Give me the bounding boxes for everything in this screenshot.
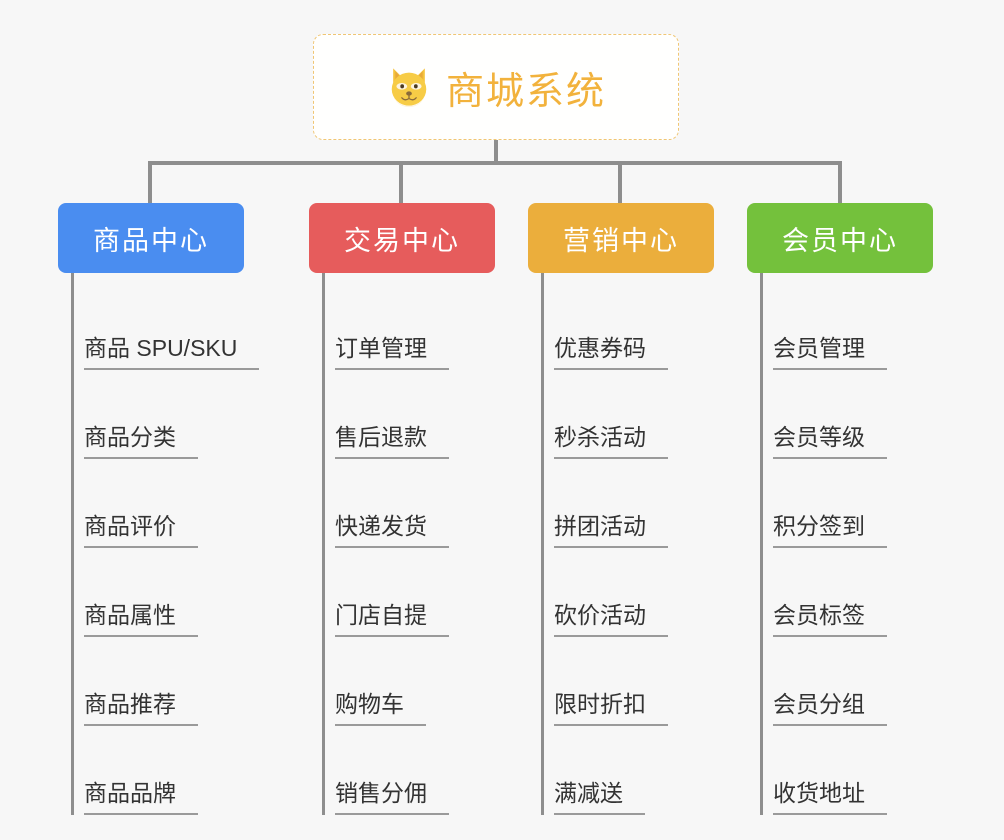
- connector-drop-4: [838, 161, 842, 205]
- leaf-label: 优惠券码: [554, 335, 668, 370]
- leaf-item[interactable]: 秒杀活动: [541, 370, 714, 459]
- category-label-4: 会员中心: [782, 225, 898, 256]
- connector-trunk-bar: [148, 161, 842, 165]
- category-box-1[interactable]: 商品中心: [58, 203, 244, 273]
- leaf-item[interactable]: 优惠券码: [541, 281, 714, 370]
- branch-column-3: 营销中心 优惠券码 秒杀活动 拼团活动 砍价活动 限时折扣 满减送: [528, 203, 714, 815]
- leaf-label: 商品推荐: [84, 691, 198, 726]
- category-box-2[interactable]: 交易中心: [309, 203, 495, 273]
- connector-drop-2: [399, 161, 403, 205]
- leaf-item[interactable]: 商品分类: [71, 370, 244, 459]
- leaf-item[interactable]: 商品品牌: [71, 726, 244, 815]
- leaf-item[interactable]: 会员标签: [760, 548, 933, 637]
- leaf-label: 积分签到: [773, 513, 887, 548]
- leaf-label: 满减送: [554, 780, 645, 815]
- leaf-item[interactable]: 快递发货: [322, 459, 495, 548]
- leaf-label: 秒杀活动: [554, 424, 668, 459]
- leaf-label: 商品属性: [84, 602, 198, 637]
- leaf-item[interactable]: 销售分佣: [322, 726, 495, 815]
- leaf-list-2: 订单管理 售后退款 快递发货 门店自提 购物车 销售分佣: [309, 273, 495, 815]
- leaf-label: 商品 SPU/SKU: [84, 335, 260, 370]
- leaf-item[interactable]: 会员等级: [760, 370, 933, 459]
- leaf-label: 订单管理: [335, 335, 449, 370]
- connector-drop-3: [618, 161, 622, 205]
- root-node[interactable]: 商城系统: [313, 34, 679, 140]
- leaf-label: 购物车: [335, 691, 426, 726]
- leaf-item[interactable]: 购物车: [322, 637, 495, 726]
- leaf-item[interactable]: 砍价活动: [541, 548, 714, 637]
- dog-face-icon: [386, 64, 432, 110]
- leaf-label: 快递发货: [335, 513, 449, 548]
- leaf-label: 销售分佣: [335, 780, 449, 815]
- leaf-label: 售后退款: [335, 424, 449, 459]
- category-label-1: 商品中心: [93, 225, 209, 256]
- category-box-4[interactable]: 会员中心: [747, 203, 933, 273]
- leaf-item[interactable]: 订单管理: [322, 281, 495, 370]
- connector-drop-1: [148, 161, 152, 205]
- leaf-label: 限时折扣: [554, 691, 668, 726]
- leaf-label: 砍价活动: [554, 602, 668, 637]
- category-box-3[interactable]: 营销中心: [528, 203, 714, 273]
- leaf-item[interactable]: 限时折扣: [541, 637, 714, 726]
- leaf-label: 会员标签: [773, 602, 887, 637]
- leaf-list-3: 优惠券码 秒杀活动 拼团活动 砍价活动 限时折扣 满减送: [528, 273, 714, 815]
- leaf-label: 会员管理: [773, 335, 887, 370]
- leaf-label: 会员分组: [773, 691, 887, 726]
- root-title: 商城系统: [445, 70, 606, 113]
- branch-column-4: 会员中心 会员管理 会员等级 积分签到 会员标签 会员分组 收货地址: [747, 203, 933, 815]
- category-label-3: 营销中心: [563, 225, 679, 256]
- leaf-label: 收货地址: [773, 780, 887, 815]
- leaf-label: 门店自提: [335, 602, 449, 637]
- leaf-item[interactable]: 商品评价: [71, 459, 244, 548]
- branch-column-1: 商品中心 商品 SPU/SKU 商品分类 商品评价 商品属性 商品推荐 商品品牌: [58, 203, 260, 815]
- leaf-item[interactable]: 拼团活动: [541, 459, 714, 548]
- category-label-2: 交易中心: [344, 225, 460, 256]
- leaf-list-1: 商品 SPU/SKU 商品分类 商品评价 商品属性 商品推荐 商品品牌: [58, 273, 260, 815]
- leaf-item[interactable]: 商品属性: [71, 548, 244, 637]
- leaf-item[interactable]: 商品推荐: [71, 637, 244, 726]
- connector-root-stem: [494, 140, 498, 164]
- leaf-item[interactable]: 会员管理: [760, 281, 933, 370]
- leaf-item[interactable]: 满减送: [541, 726, 714, 815]
- branch-column-2: 交易中心 订单管理 售后退款 快递发货 门店自提 购物车 销售分佣: [309, 203, 495, 815]
- leaf-item[interactable]: 积分签到: [760, 459, 933, 548]
- leaf-list-4: 会员管理 会员等级 积分签到 会员标签 会员分组 收货地址: [747, 273, 933, 815]
- leaf-item[interactable]: 收货地址: [760, 726, 933, 815]
- leaf-label: 会员等级: [773, 424, 887, 459]
- leaf-label: 商品评价: [84, 513, 198, 548]
- leaf-item[interactable]: 会员分组: [760, 637, 933, 726]
- leaf-label: 商品品牌: [84, 780, 198, 815]
- leaf-label: 拼团活动: [554, 513, 668, 548]
- leaf-label: 商品分类: [84, 424, 198, 459]
- leaf-item[interactable]: 商品 SPU/SKU: [71, 281, 260, 370]
- leaf-item[interactable]: 门店自提: [322, 548, 495, 637]
- leaf-item[interactable]: 售后退款: [322, 370, 495, 459]
